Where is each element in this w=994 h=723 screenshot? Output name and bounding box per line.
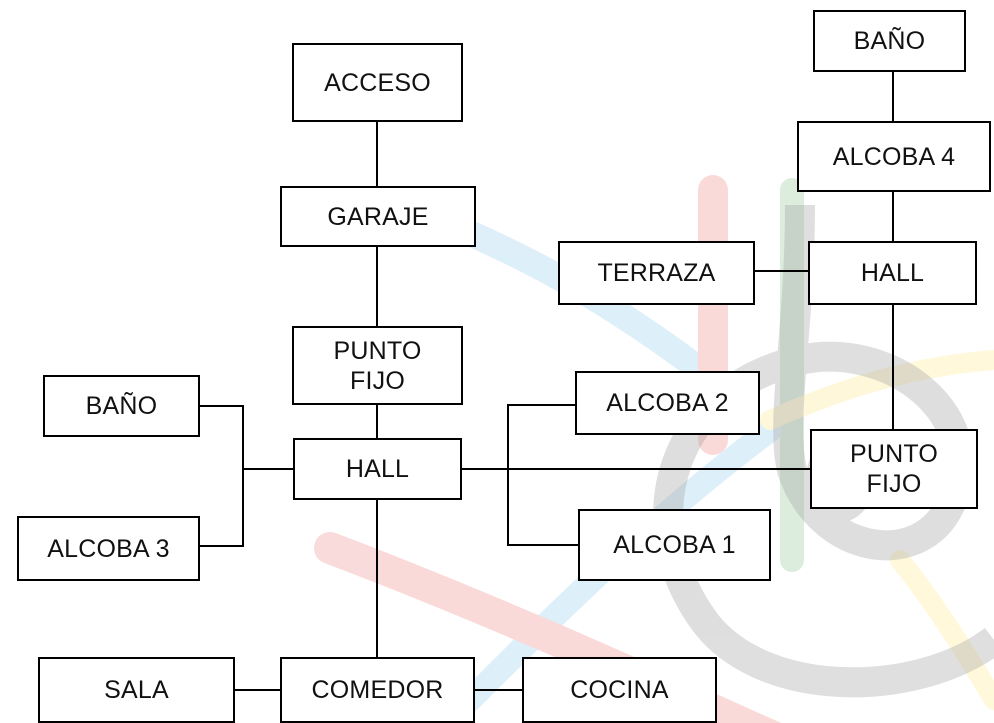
- node-garaje: GARAJE: [280, 186, 476, 247]
- node-cocina: COCINA: [522, 657, 717, 723]
- node-sala: SALA: [38, 657, 235, 723]
- node-punto-fijo: PUNTO FIJO: [292, 326, 463, 405]
- node-acceso: ACCESO: [292, 43, 463, 122]
- node-comedor: COMEDOR: [280, 657, 475, 723]
- node-hall: HALL: [293, 438, 462, 500]
- node-bano-2: BAÑO: [813, 10, 966, 72]
- node-alcoba-4: ALCOBA 4: [797, 121, 991, 192]
- node-alcoba-1: ALCOBA 1: [578, 509, 771, 581]
- node-hall-2: HALL: [808, 241, 977, 305]
- node-alcoba-3: ALCOBA 3: [17, 516, 200, 581]
- node-punto-fijo-2: PUNTO FIJO: [810, 429, 978, 509]
- edge-bano-alcoba3-bracket: [200, 405, 244, 547]
- node-terraza: TERRAZA: [558, 241, 755, 305]
- edge-alcoba2-alcoba1-bracket: [507, 404, 578, 546]
- node-alcoba-2: ALCOBA 2: [575, 371, 760, 435]
- node-bano: BAÑO: [43, 375, 200, 437]
